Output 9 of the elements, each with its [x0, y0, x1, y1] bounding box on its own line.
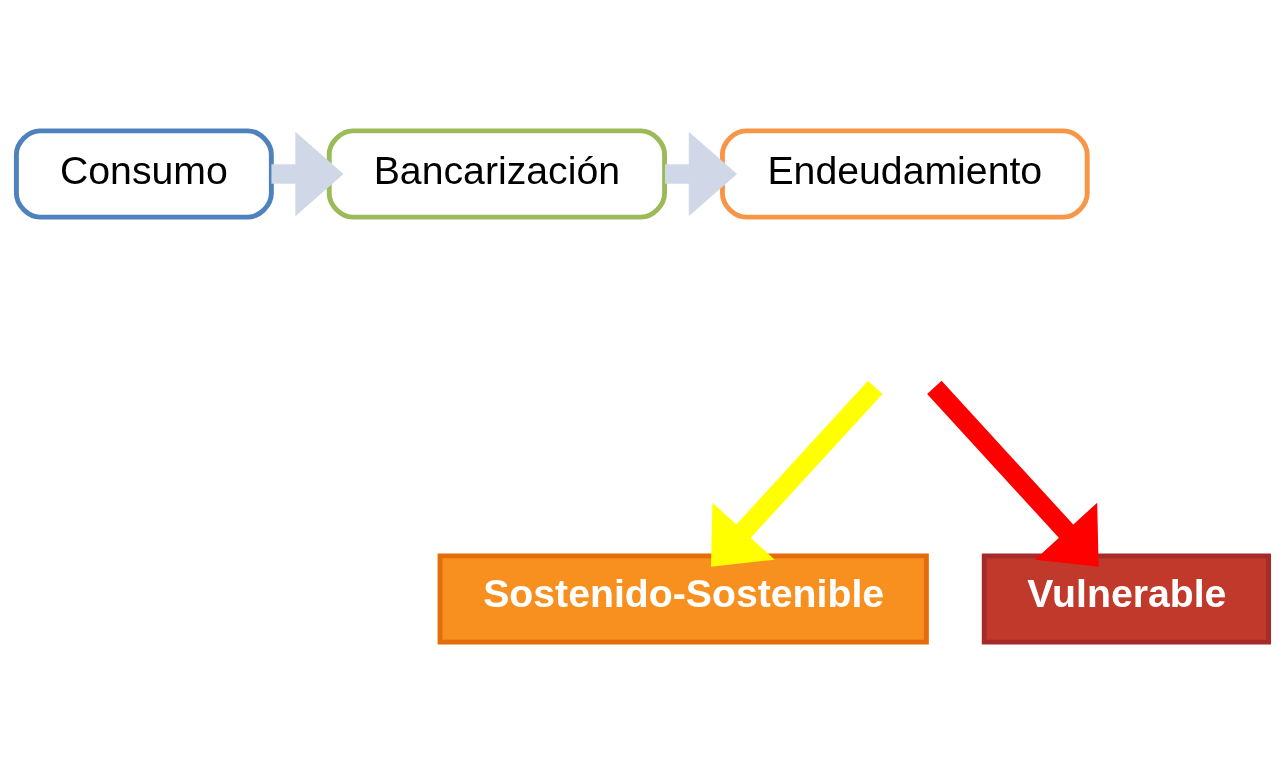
arrow — [927, 380, 1099, 567]
node-box: Sostenido-Sostenible — [437, 552, 929, 645]
node-box: Endeudamiento — [719, 127, 1090, 220]
node-box: Bancarización — [326, 127, 667, 220]
arrow — [271, 131, 344, 216]
node-box: Vulnerable — [981, 552, 1272, 645]
arrow — [710, 380, 883, 567]
arrow — [665, 131, 738, 216]
node-box: Consumo — [13, 127, 274, 220]
